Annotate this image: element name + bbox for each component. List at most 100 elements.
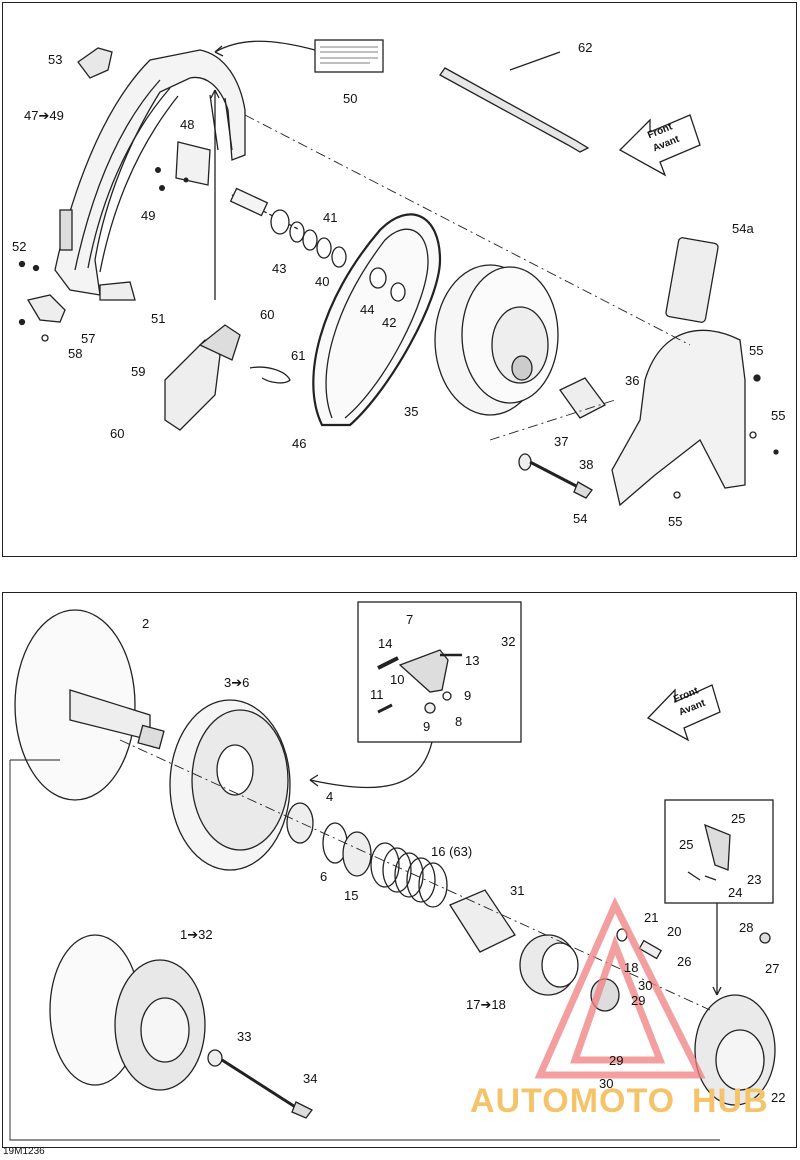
callout-3-6: 3➔6 [224, 675, 250, 690]
needle-bearing-part [229, 187, 269, 217]
callout-29-b: 29 [609, 1053, 624, 1068]
callout-61: 61 [291, 348, 306, 363]
watermark-text-secondary: HUB [692, 1082, 769, 1120]
bolt-part-34 [221, 1058, 301, 1112]
callout-8: 8 [455, 714, 463, 729]
callout-11: 11 [370, 687, 384, 702]
callout-54: 54 [573, 511, 588, 526]
callout-60-top: 60 [260, 307, 275, 322]
callout-59: 59 [131, 364, 146, 379]
callout-30-b: 30 [599, 1076, 614, 1091]
callout-20: 20 [667, 924, 682, 939]
washer-part [518, 453, 532, 471]
grommet-part [77, 47, 113, 79]
reference-code: 19M1236 [3, 1146, 45, 1157]
callout-46: 46 [292, 436, 307, 451]
movable-sheave-part [169, 699, 291, 871]
callout-9-b: 9 [423, 719, 431, 734]
callout-54a: 54a [732, 221, 754, 236]
callout-14: 14 [378, 636, 393, 651]
callout-36: 36 [625, 373, 640, 388]
drive-pulley-assembly-part [49, 934, 206, 1091]
callout-52: 52 [12, 239, 27, 254]
warning-label-part [314, 39, 384, 73]
washer-part-33 [207, 1049, 223, 1067]
drive-belt-part [312, 213, 442, 427]
callout-41: 41 [323, 210, 338, 225]
callout-38: 38 [579, 457, 594, 472]
callout-7: 7 [406, 612, 414, 627]
callout-58: 58 [68, 346, 83, 361]
strap-part [439, 67, 590, 153]
callout-17-18: 17➔18 [466, 997, 506, 1012]
spacer-part [369, 267, 387, 289]
callout-57: 57 [81, 331, 96, 346]
callout-55-c: 55 [668, 514, 683, 529]
callout-34: 34 [303, 1071, 318, 1086]
spring-part [370, 842, 448, 908]
callout-2: 2 [142, 616, 150, 631]
fixed-sheave-part [14, 609, 165, 801]
callout-15: 15 [344, 888, 359, 903]
callout-62: 62 [578, 40, 593, 55]
sleeve-part [449, 889, 516, 953]
bolt-part [529, 460, 581, 490]
callout-32-a: 32 [501, 634, 516, 649]
callout-31: 31 [510, 883, 525, 898]
callout-28: 28 [739, 920, 754, 935]
driven-pulley-part [434, 264, 559, 416]
watermark-text-primary: AUTOMOTO [470, 1082, 676, 1120]
callout-10: 10 [390, 672, 405, 687]
callout-29-a: 29 [631, 993, 646, 1008]
watermark-logo [534, 896, 706, 1079]
callout-16: 16 (63) [431, 844, 473, 859]
spider-part [286, 802, 314, 844]
front-direction-arrow [618, 114, 701, 177]
callout-24: 24 [728, 885, 743, 900]
callout-26: 26 [677, 954, 692, 969]
rivets-part [155, 167, 189, 191]
roller-housing-part [694, 994, 776, 1106]
callout-40: 40 [315, 274, 330, 289]
callout-9-a: 9 [464, 688, 472, 703]
callout-51: 51 [151, 311, 166, 326]
spring-seat-part [342, 831, 372, 877]
support-bracket-part [164, 339, 221, 431]
callout-25-a: 25 [731, 811, 746, 826]
callout-49: 49 [141, 208, 156, 223]
callout-44: 44 [360, 302, 375, 317]
callout-37: 37 [554, 434, 569, 449]
clip-part [26, 294, 66, 323]
belt-guard-part [54, 49, 246, 301]
callout-6: 6 [320, 869, 328, 884]
tube-part [665, 237, 719, 323]
callout-22: 22 [771, 1090, 786, 1105]
callout-1-32: 1➔32 [180, 927, 213, 942]
callout-4: 4 [326, 789, 334, 804]
callout-50: 50 [343, 91, 358, 106]
bearing-part [270, 209, 290, 235]
callout-43: 43 [272, 261, 287, 276]
callout-60-bottom: 60 [110, 426, 125, 441]
callout-25-b: 25 [679, 837, 694, 852]
pulley-cover-part [611, 329, 746, 507]
pin-part [249, 366, 291, 384]
callout-42: 42 [382, 315, 397, 330]
front-direction-arrow-bottom [646, 684, 721, 742]
callout-21: 21 [644, 910, 659, 925]
governor-cup-part [519, 934, 579, 996]
callout-47-49: 47➔49 [24, 108, 64, 123]
bushing-part [559, 377, 606, 419]
callout-30-a: 30 [638, 978, 653, 993]
callout-55-a: 55 [749, 343, 764, 358]
callout-23: 23 [747, 872, 762, 887]
callout-35: 35 [404, 404, 419, 419]
callout-53: 53 [48, 52, 63, 67]
callout-33: 33 [237, 1029, 252, 1044]
callout-48: 48 [180, 117, 195, 132]
callout-18: 18 [624, 960, 639, 975]
callout-27: 27 [765, 961, 780, 976]
callout-55-b: 55 [771, 408, 786, 423]
bracket-part [175, 141, 211, 186]
